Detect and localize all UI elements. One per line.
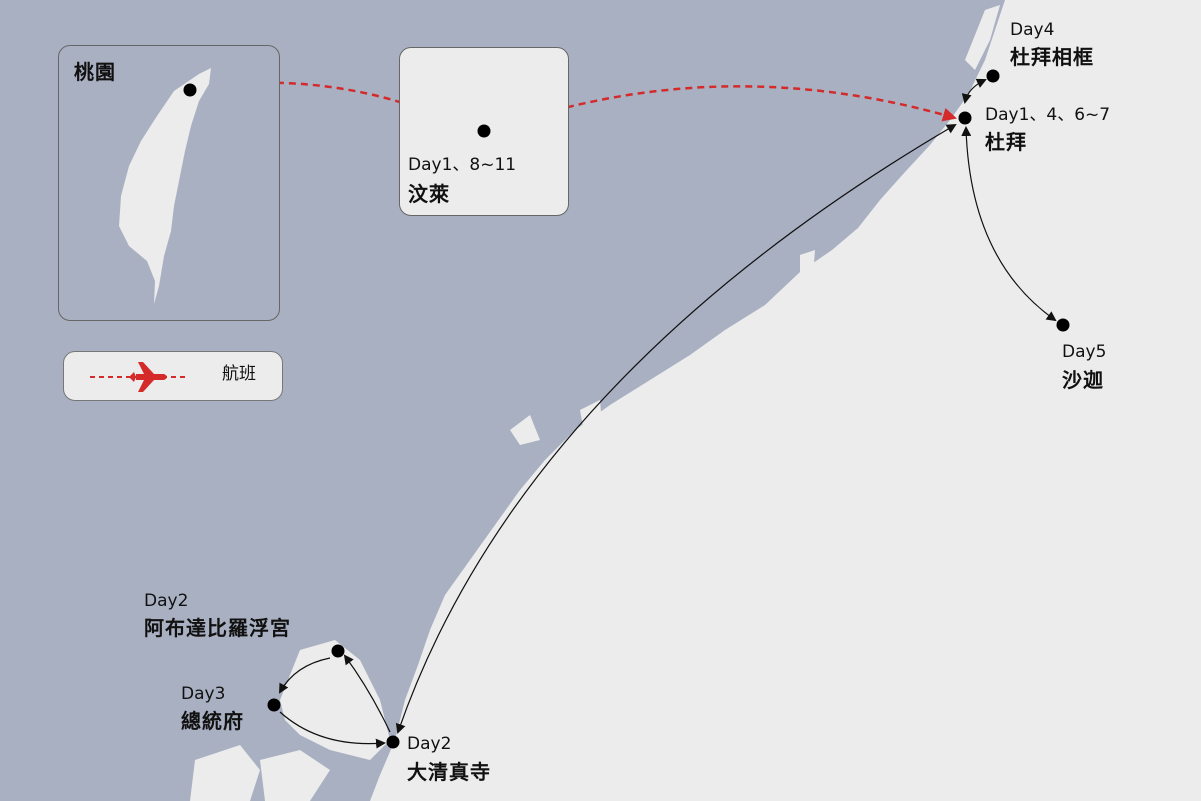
route-palace-presidential xyxy=(279,657,331,694)
sharjah-days: Day5 xyxy=(1062,342,1107,362)
taiwan-shape xyxy=(119,68,211,304)
airplane-icon xyxy=(90,362,186,392)
sharjah-name: 沙迦 xyxy=(1062,368,1104,392)
inset-taoyuan-title: 桃園 xyxy=(74,60,116,84)
marker-dubai[interactable] xyxy=(958,111,972,125)
palace-name: 阿布達比羅浮宮 xyxy=(144,616,291,640)
marker-dubai-marina[interactable] xyxy=(986,69,1000,83)
marker-sharjah[interactable] xyxy=(1056,318,1070,332)
presidential-days: Day3 xyxy=(181,684,226,704)
dubai-marina-name: 杜拜相框 xyxy=(1010,45,1094,69)
brunei-name: 汶萊 xyxy=(408,182,450,206)
marker-taoyuan[interactable] xyxy=(183,83,197,97)
route-presidential-mosque xyxy=(279,711,386,749)
mosque-name: 大清真寺 xyxy=(407,760,491,784)
mosque-days: Day2 xyxy=(407,734,452,754)
dubai-marina-days: Day4 xyxy=(1010,20,1055,40)
marker-presidential[interactable] xyxy=(267,698,281,712)
inset-brunei: Day1、8~11 汶萊 xyxy=(399,47,569,216)
presidential-name: 總統府 xyxy=(181,709,244,733)
dubai-name: 杜拜 xyxy=(985,130,1027,154)
brunei-days: Day1、8~11 xyxy=(408,155,517,175)
legend: 航班 xyxy=(63,351,283,401)
route-dubai-mosque xyxy=(395,123,957,734)
inset-taoyuan: 桃園 xyxy=(58,45,280,321)
route-dubai-sharjah xyxy=(961,126,1057,322)
route-mosque-palace xyxy=(343,654,391,733)
marker-brunei[interactable] xyxy=(477,124,491,138)
route-dubai-marina xyxy=(961,78,987,104)
legend-flight-label: 航班 xyxy=(222,364,256,384)
marker-mosque[interactable] xyxy=(386,735,400,749)
marker-palace[interactable] xyxy=(331,644,345,658)
dubai-days: Day1、4、6~7 xyxy=(985,105,1111,125)
palace-days: Day2 xyxy=(144,591,189,611)
